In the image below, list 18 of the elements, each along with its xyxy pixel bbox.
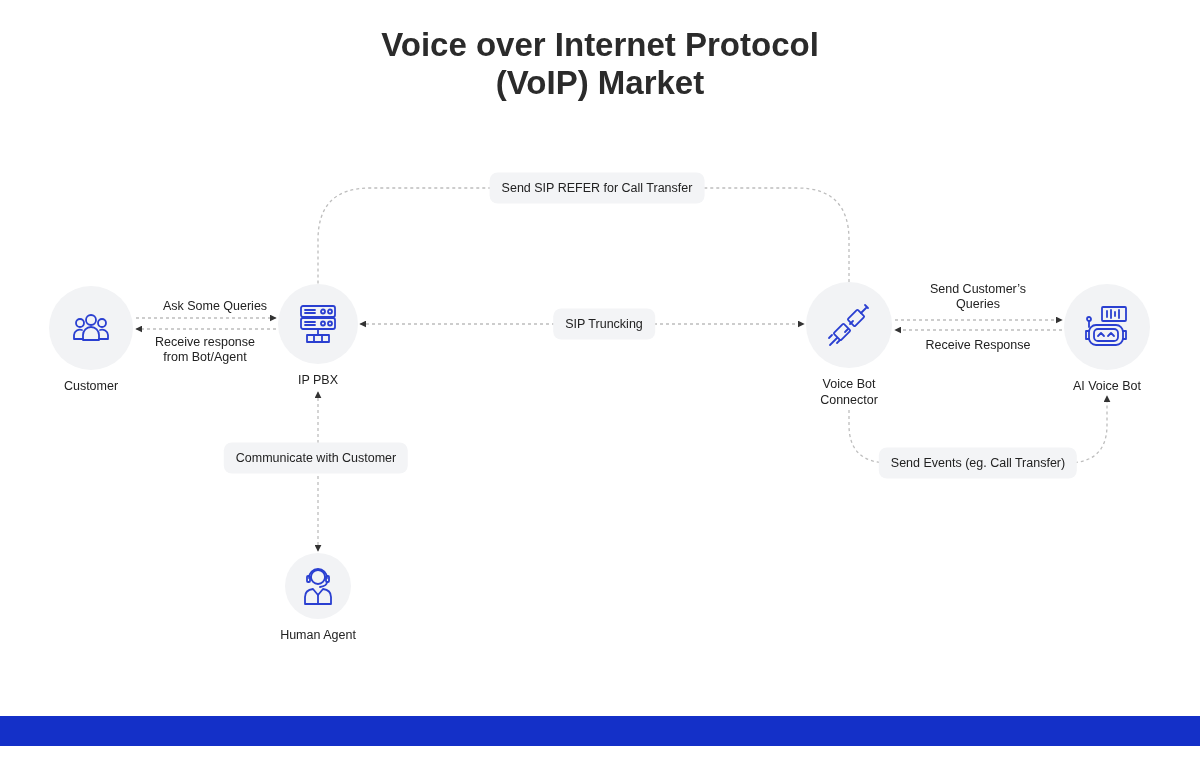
node-label: Human Agent [279,627,357,643]
dashed-connector [135,325,277,333]
node-label: AI Voice Bot [1071,378,1143,394]
dashed-connector [894,316,1063,324]
node-label: Voice Bot Connector [819,376,879,408]
edge-label: SIP Truncking [553,308,655,340]
diagram-title: Voice over Internet Protocol (VoIP) Market [380,26,820,102]
dashed-connector [135,314,277,322]
edge-label: Send SIP REFER for Call Transfer [489,172,705,204]
edge-label: Send Events (eg. Call Transfer) [878,447,1078,479]
node-label: IP PBX [296,372,340,388]
edge-label: Receive Response [924,337,1032,353]
edge-label: Receive response from Bot/Agent [153,335,257,365]
edge-label: Ask Some Queries [161,298,269,314]
node-label: Customer [62,378,120,394]
edge-label: Communicate with Customer [223,442,409,474]
dashed-connector [894,326,1063,334]
edge-label: Send Customer’s Queries [928,282,1028,312]
